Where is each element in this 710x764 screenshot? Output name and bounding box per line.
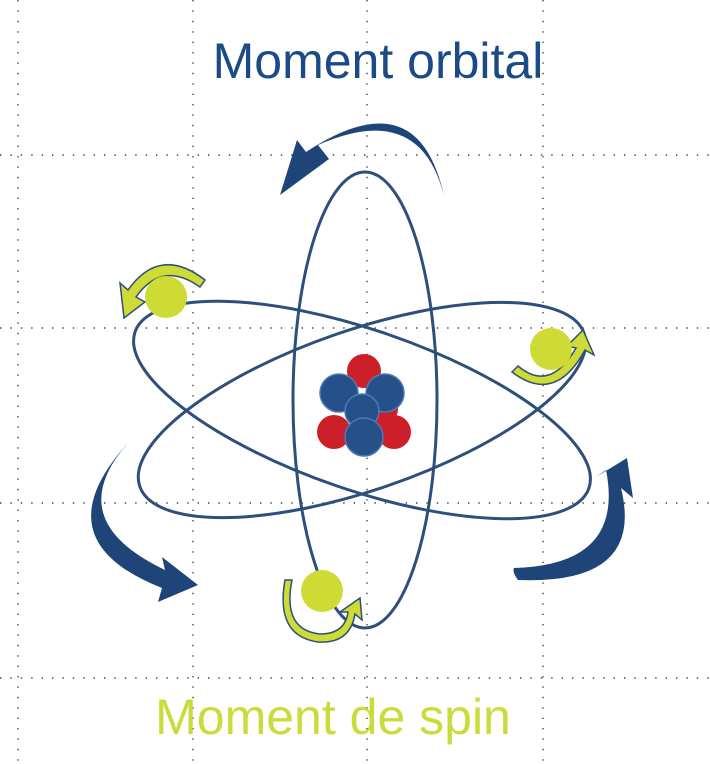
electron [301, 570, 343, 612]
electron-upper-left [120, 265, 205, 318]
orbital-arrow-left-icon [91, 443, 198, 602]
electron [530, 328, 572, 370]
electron-right [512, 328, 594, 384]
electron [145, 276, 187, 318]
electron-bottom [283, 570, 362, 642]
orbital-arrow-right-icon [514, 458, 634, 580]
orbital-arrow-top-icon [280, 123, 444, 196]
nucleus [317, 354, 411, 456]
orbital-moment-label: Moment orbital [213, 33, 544, 89]
spin-moment-label: Moment de spin [155, 689, 511, 745]
neutron [345, 418, 383, 456]
